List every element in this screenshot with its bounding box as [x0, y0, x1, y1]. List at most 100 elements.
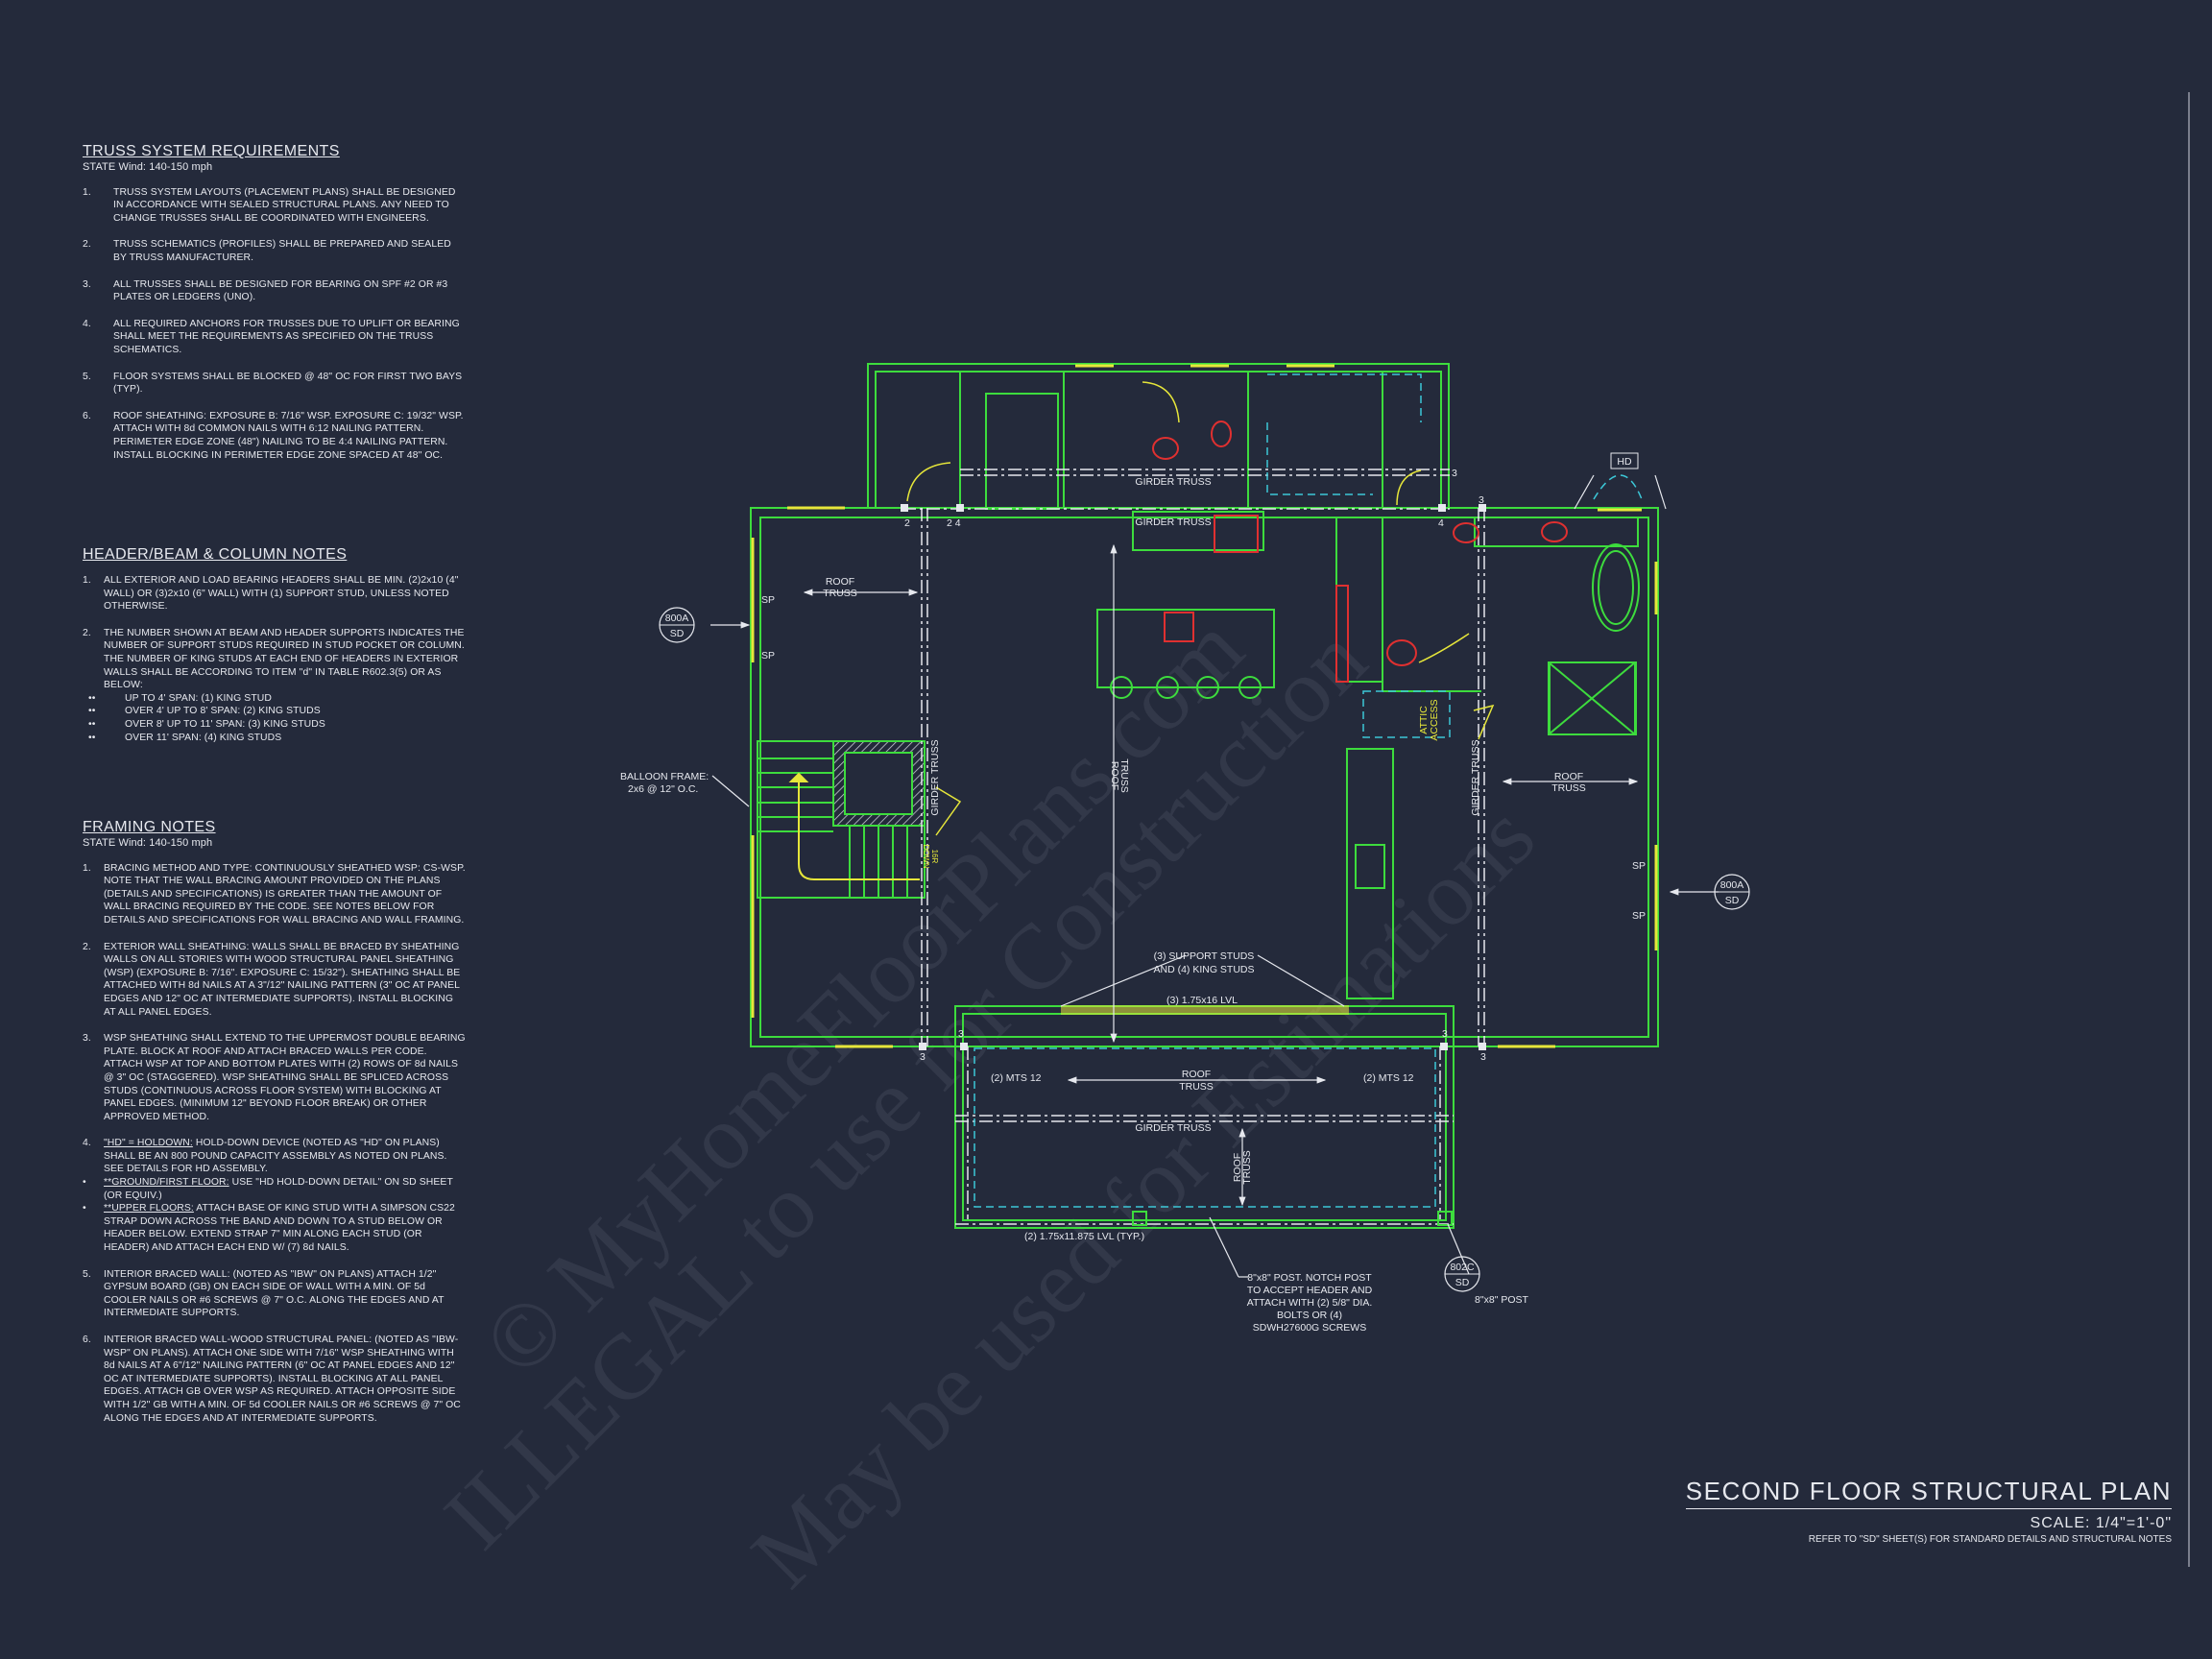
note-text: EXTERIOR WALL SHEATHING: WALLS SHALL BE …: [104, 941, 467, 1020]
note-body: HOLD-DOWN DEVICE (NOTED AS "HD" ON PLANS…: [104, 1138, 447, 1175]
truss-system-notes: TRUSS SYSTEM REQUIREMENTS STATE Wind: 14…: [83, 142, 467, 475]
roof-truss-label: ROOF: [826, 576, 854, 588]
post-note: SDWH27600G SCREWS: [1253, 1322, 1366, 1334]
note-body: TRUSS SCHEMATICS (PROFILES) SHALL BE PRE…: [113, 239, 451, 263]
note-body: USE "HD HOLD-DOWN DETAIL" ON SD SHEET (O…: [104, 1177, 453, 1201]
doors: [906, 381, 1495, 836]
note-number: 4.: [83, 1138, 91, 1149]
rule-text: OVER 8' UP TO 11' SPAN: (3) KING STUDS: [125, 718, 325, 730]
note-number: 3.: [83, 278, 91, 290]
stair-down-label: DOWN: [922, 844, 930, 869]
holdown-bullet: •**UPPER FLOORS: ATTACH BASE OF KING STU…: [83, 1202, 467, 1254]
king-stud-rule: •• OVER 8' UP TO 11' SPAN: (3) KING STUDS: [83, 718, 467, 732]
framing-notes-subtitle: STATE Wind: 140-150 mph: [83, 837, 213, 849]
title-block: SECOND FLOOR STRUCTURAL PLAN SCALE: 1/4"…: [1685, 1477, 2172, 1545]
rule-text: OVER 11' SPAN: (4) KING STUDS: [125, 732, 282, 743]
note-body: INTERIOR BRACED WALL-WOOD STRUCTURAL PAN…: [104, 1334, 461, 1424]
note-body: ALL TRUSSES SHALL BE DESIGNED FOR BEARIN…: [113, 278, 448, 303]
note-text: "HD" = HOLDOWN: HOLD-DOWN DEVICE (NOTED …: [104, 1137, 467, 1176]
note-body: WSP SHEATHING SHALL EXTEND TO THE UPPERM…: [104, 1033, 466, 1122]
stud-count: 2 4: [947, 517, 961, 529]
note-number: 6.: [83, 1334, 91, 1345]
note-item: 3. ALL TRUSSES SHALL BE DESIGNED FOR BEAR…: [83, 278, 467, 304]
note-number: 5.: [83, 371, 91, 382]
support-studs-label: AND (4) KING STUDS: [1153, 964, 1254, 975]
section-sheet: SD: [1455, 1277, 1470, 1288]
note-text: BRACING METHOD AND TYPE: CONTINUOUSLY SH…: [104, 862, 467, 927]
attic-access-label: ACCESS: [1429, 699, 1440, 740]
roof-truss-label-vertical: ROOF: [1109, 761, 1120, 790]
roof-truss-label-vertical: TRUSS: [1118, 758, 1130, 793]
roof-truss-label: TRUSS: [823, 588, 857, 599]
post-note: TO ACCEPT HEADER AND: [1247, 1285, 1373, 1296]
holdown-bullet: • **GROUND/FIRST FLOOR: USE "HD HOLD-DOWN…: [83, 1176, 467, 1202]
roof-truss-label: ROOF: [1182, 1069, 1211, 1080]
girder-truss-label-vertical: GIRDER TRUSS: [929, 739, 941, 815]
note-number: 3.: [83, 1033, 91, 1045]
girder-trusses: [902, 469, 1485, 1225]
roof-truss-label: TRUSS: [1551, 782, 1586, 794]
girder-truss-label: GIRDER TRUSS: [1135, 1122, 1211, 1134]
note-body: THE NUMBER SHOWN AT BEAM AND HEADER SUPP…: [104, 627, 465, 691]
note-number: 2.: [83, 627, 91, 638]
bullet: •: [83, 1177, 86, 1189]
note-lead: **GROUND/FIRST FLOOR:: [104, 1177, 229, 1189]
staircase: [757, 740, 926, 899]
note-text: INTERIOR BRACED WALL-WOOD STRUCTURAL PAN…: [104, 1334, 467, 1425]
balloon-frame-label: 2x6 @ 12" O.C.: [628, 783, 698, 795]
post-note: ATTACH WITH (2) 5/8" DIA.: [1247, 1297, 1373, 1309]
note-item: 1.BRACING METHOD AND TYPE: CONTINUOUSLY …: [83, 862, 467, 927]
section-marker-800a-left[interactable]: 800A SD: [659, 607, 695, 643]
section-sheet: SD: [1725, 895, 1740, 906]
attic-access-label: ATTIC: [1418, 706, 1430, 734]
note-item: 2. EXTERIOR WALL SHEATHING: WALLS SHALL B…: [83, 941, 467, 1020]
header-beam-column-notes: HEADER/BEAM & COLUMN NOTES 1.ALL EXTERIO…: [83, 545, 467, 744]
strap-sp: SP: [1632, 860, 1646, 872]
holdown-tag: HD: [1617, 456, 1632, 468]
support-studs-label: (3) SUPPORT STUDS: [1154, 950, 1255, 962]
lvl-header-beam: [1061, 1005, 1349, 1015]
note-body: ALL REQUIRED ANCHORS FOR TRUSSES DUE TO …: [113, 318, 460, 355]
bullet: ••: [88, 706, 96, 717]
note-text: FLOOR SYSTEMS SHALL BE BLOCKED @ 48" OC …: [113, 371, 467, 397]
note-body: TRUSS SYSTEM LAYOUTS (PLACEMENT PLANS) S…: [113, 186, 456, 224]
section-sheet: SD: [670, 628, 685, 639]
note-body: ATTACH BASE OF KING STUD WITH A SIMPSON …: [104, 1203, 455, 1254]
stud-count: 4: [1438, 517, 1444, 529]
bullet: ••: [88, 692, 96, 704]
strap-sp: SP: [761, 650, 775, 661]
stair-risers-label: 16R: [930, 850, 939, 864]
king-stud-rule: •• OVER 11' SPAN: (4) KING STUDS: [83, 732, 467, 745]
windows: [751, 364, 1658, 1048]
girder-truss-label: GIRDER TRUSS: [1135, 476, 1211, 488]
girder-truss-label-vertical: GIRDER TRUSS: [1470, 739, 1481, 815]
note-item: 5. INTERIOR BRACED WALL: (NOTED AS "IBW" …: [83, 1268, 467, 1320]
plan-labels: ROOF TRUSS ROOF TRUSS ROOF TRUSS ROOFTRU…: [620, 468, 1646, 1334]
note-text: ALL TRUSSES SHALL BE DESIGNED FOR BEARIN…: [113, 278, 467, 304]
holdown-tag-box: [1610, 452, 1639, 469]
note-item: 3. WSP SHEATHING SHALL EXTEND TO THE UPPE…: [83, 1032, 467, 1123]
note-text: ALL EXTERIOR AND LOAD BEARING HEADERS SH…: [104, 574, 467, 613]
note-number: 5.: [83, 1268, 91, 1280]
span-arrows: [710, 474, 1719, 1278]
note-item: 6. INTERIOR BRACED WALL-WOOD STRUCTURAL P…: [83, 1334, 467, 1425]
note-text: TRUSS SCHEMATICS (PROFILES) SHALL BE PRE…: [113, 238, 467, 264]
note-number: 2.: [83, 941, 91, 952]
note-text: WSP SHEATHING SHALL EXTEND TO THE UPPERM…: [104, 1032, 467, 1123]
note-text: INTERIOR BRACED WALL: (NOTED AS "IBW" ON…: [104, 1268, 467, 1320]
king-stud-rule: •• OVER 4' UP TO 8' SPAN: (2) KING STUDS: [83, 705, 467, 718]
stud-count: 3: [958, 1028, 964, 1040]
section-marker-802c[interactable]: 802C SD: [1444, 1256, 1480, 1292]
roof-truss-label: ROOF: [1554, 771, 1583, 782]
section-marker-800a-right[interactable]: 800A SD: [1714, 874, 1750, 910]
roof-truss-label-vertical: TRUSS: [1241, 1150, 1253, 1185]
bullet: ••: [88, 732, 96, 743]
stud-count: 2: [904, 517, 910, 529]
rule-text: OVER 4' UP TO 8' SPAN: (2) KING STUDS: [125, 706, 321, 717]
bullet: ••: [88, 718, 96, 730]
note-body: BRACING METHOD AND TYPE: CONTINUOUSLY SH…: [104, 862, 466, 926]
drawing-title: SECOND FLOOR STRUCTURAL PLAN: [1685, 1477, 2172, 1509]
note-item: 4.ALL REQUIRED ANCHORS FOR TRUSSES DUE T…: [83, 318, 467, 357]
drawing-reference-note: REFER TO "SD" SHEET(S) FOR STANDARD DETA…: [1808, 1534, 2172, 1545]
stud-posts: [901, 504, 1486, 1050]
